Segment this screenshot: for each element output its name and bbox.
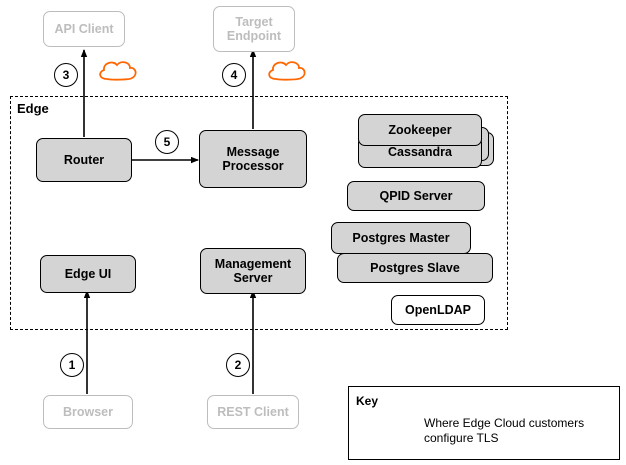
node-rest-client: REST Client <box>207 395 299 429</box>
node-openldap: OpenLDAP <box>391 295 485 325</box>
node-browser: Browser <box>43 395 133 429</box>
node-management-server: Management Server <box>200 248 306 294</box>
node-api-client: API Client <box>43 11 125 47</box>
node-router: Router <box>36 138 132 182</box>
node-edge-ui: Edge UI <box>40 255 136 293</box>
key-legend-text: Where Edge Cloud customers configure TLS <box>424 416 585 445</box>
marker-4: 4 <box>222 63 246 87</box>
edge-boundary <box>10 96 508 330</box>
marker-5: 5 <box>155 130 179 154</box>
node-postgres-slave: Postgres Slave <box>337 253 493 283</box>
edge-label: Edge <box>17 101 49 116</box>
tls-cloud-icon-1 <box>99 61 137 81</box>
marker-2: 2 <box>226 353 250 377</box>
node-target-endpoint: Target Endpoint <box>213 6 295 52</box>
marker-3: 3 <box>54 63 78 87</box>
node-zookeeper: Zookeeper <box>358 114 482 146</box>
node-postgres-master: Postgres Master <box>331 222 471 254</box>
key-panel <box>348 386 620 460</box>
node-message-processor: Message Processor <box>199 130 307 188</box>
tls-cloud-icon-2 <box>268 61 306 81</box>
key-title: Key <box>356 394 379 408</box>
marker-1: 1 <box>60 353 84 377</box>
node-qpid-server: QPID Server <box>347 181 485 211</box>
